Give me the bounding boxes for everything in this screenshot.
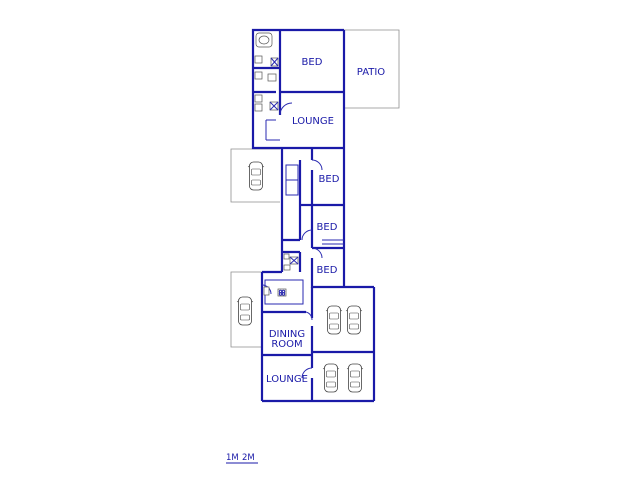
car-icon	[236, 296, 254, 326]
door-dining	[305, 311, 313, 321]
toilet-icon	[269, 101, 279, 111]
room-label-lounge-top: LOUNGE	[292, 116, 334, 127]
car-icon	[325, 305, 343, 335]
basin-icon	[254, 55, 277, 82]
door-bed2	[311, 159, 323, 171]
patio-outline	[344, 29, 400, 109]
stove-icon	[277, 288, 287, 297]
door-garage	[301, 367, 313, 379]
walls	[251, 28, 376, 403]
basin-icon	[283, 253, 291, 271]
room-label-bed-top: BED	[302, 57, 323, 68]
room-label-patio: PATIO	[357, 67, 386, 78]
scale-bar: 1M 2M	[226, 453, 258, 464]
room-label-bed-3: BED	[317, 222, 338, 233]
scale-label-2m: 2M	[242, 453, 255, 463]
door-bed4	[311, 247, 323, 259]
bathtub-icon	[255, 32, 273, 48]
carport-left-bottom	[230, 271, 262, 348]
toilet-icon	[289, 256, 299, 265]
sink-icon	[263, 286, 270, 296]
car-icon	[322, 363, 340, 393]
doors	[261, 102, 323, 379]
car-icon	[247, 161, 265, 191]
room-label-lounge-bottom: LOUNGE	[266, 374, 308, 385]
toilet-icon	[270, 57, 279, 67]
room-label-bed-4: BED	[317, 265, 338, 276]
door-lounge	[279, 102, 293, 116]
room-label-dining-2: ROOM	[271, 339, 302, 350]
car-icon	[345, 305, 363, 335]
room-labels: BED PATIO LOUNGE BED BED BED DINING ROOM…	[266, 57, 385, 385]
door-bed3	[301, 229, 313, 241]
car-icon	[346, 363, 364, 393]
basin-icon	[254, 94, 263, 112]
room-label-bed-2: BED	[319, 174, 340, 185]
scale-label-1m: 1M	[226, 453, 239, 463]
fixtures	[254, 32, 299, 297]
room-label-dining-1: DINING	[269, 329, 305, 340]
